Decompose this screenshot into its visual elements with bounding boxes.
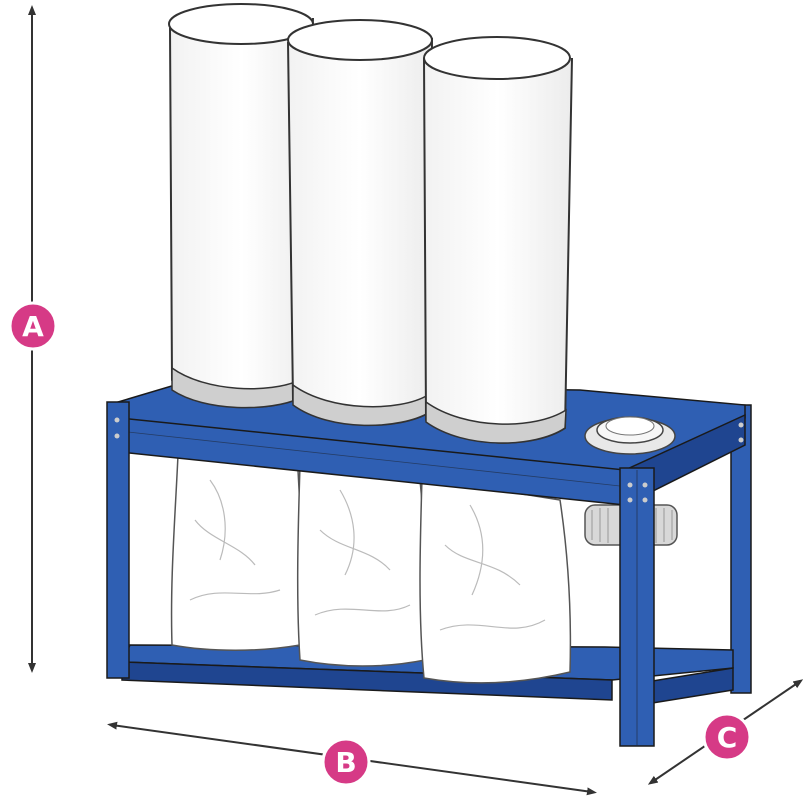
front-left-leg	[106, 401, 130, 679]
dimension-a: A	[8, 4, 58, 673]
dimension-c: C	[647, 679, 804, 785]
badge-c: C	[702, 712, 752, 762]
lower-filter-bags	[170, 454, 572, 684]
dimension-b: B	[107, 721, 597, 796]
badge-b: B	[321, 737, 371, 787]
lower-bag-3	[419, 477, 572, 684]
upper-bag-3	[423, 36, 573, 444]
badge-a: A	[8, 301, 58, 351]
lower-bag-2	[296, 464, 427, 667]
inlet-port	[584, 416, 676, 455]
bag-band-3	[425, 400, 567, 444]
label-c: C	[717, 721, 738, 754]
upper-filter-bags	[168, 3, 573, 444]
upper-bag-2	[287, 19, 433, 427]
label-a: A	[22, 310, 44, 343]
lower-bag-1	[170, 454, 303, 651]
upper-bag-1	[168, 3, 314, 409]
label-b: B	[335, 746, 356, 779]
